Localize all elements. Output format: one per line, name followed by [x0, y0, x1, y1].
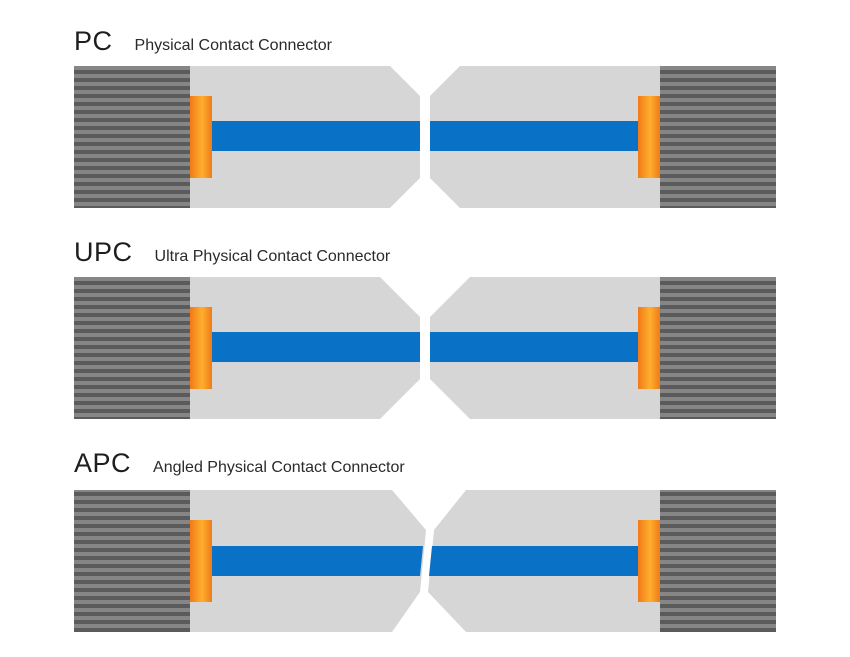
left-stopper: [190, 520, 212, 602]
left-fiber-core: [212, 546, 423, 576]
left-fiber-core: [212, 332, 420, 362]
upc-section: UPC Ultra Physical Contact Connector: [0, 237, 850, 437]
pc-abbr: PC: [74, 26, 113, 56]
pc-full-name: Physical Contact Connector: [134, 37, 332, 54]
left-stopper: [190, 307, 212, 389]
left-housing: [74, 277, 190, 419]
upc-connector-diagram: [74, 277, 776, 419]
pc-connector-diagram: [74, 66, 776, 208]
upc-title: UPC Ultra Physical Contact Connector: [74, 237, 390, 268]
right-housing: [660, 490, 776, 632]
left-housing: [74, 490, 190, 632]
apc-connector-diagram: [74, 490, 776, 632]
apc-title: APC Angled Physical Contact Connector: [74, 448, 405, 479]
pc-title: PC Physical Contact Connector: [74, 26, 332, 57]
upc-full-name: Ultra Physical Contact Connector: [154, 248, 391, 265]
right-stopper: [638, 307, 660, 389]
right-housing: [660, 277, 776, 419]
left-stopper: [190, 96, 212, 178]
right-fiber-core: [430, 332, 638, 362]
right-fiber-core: [430, 121, 638, 151]
right-fiber-core: [429, 546, 638, 576]
upc-abbr: UPC: [74, 237, 133, 267]
apc-full-name: Angled Physical Contact Connector: [153, 459, 405, 476]
pc-section: PC Physical Contact Connector: [0, 26, 850, 226]
right-stopper: [638, 96, 660, 178]
apc-abbr: APC: [74, 448, 132, 478]
right-housing: [660, 66, 776, 208]
left-housing: [74, 66, 190, 208]
right-stopper: [638, 520, 660, 602]
apc-section: APC Angled Physical Contact Connector: [0, 448, 850, 648]
left-fiber-core: [212, 121, 420, 151]
